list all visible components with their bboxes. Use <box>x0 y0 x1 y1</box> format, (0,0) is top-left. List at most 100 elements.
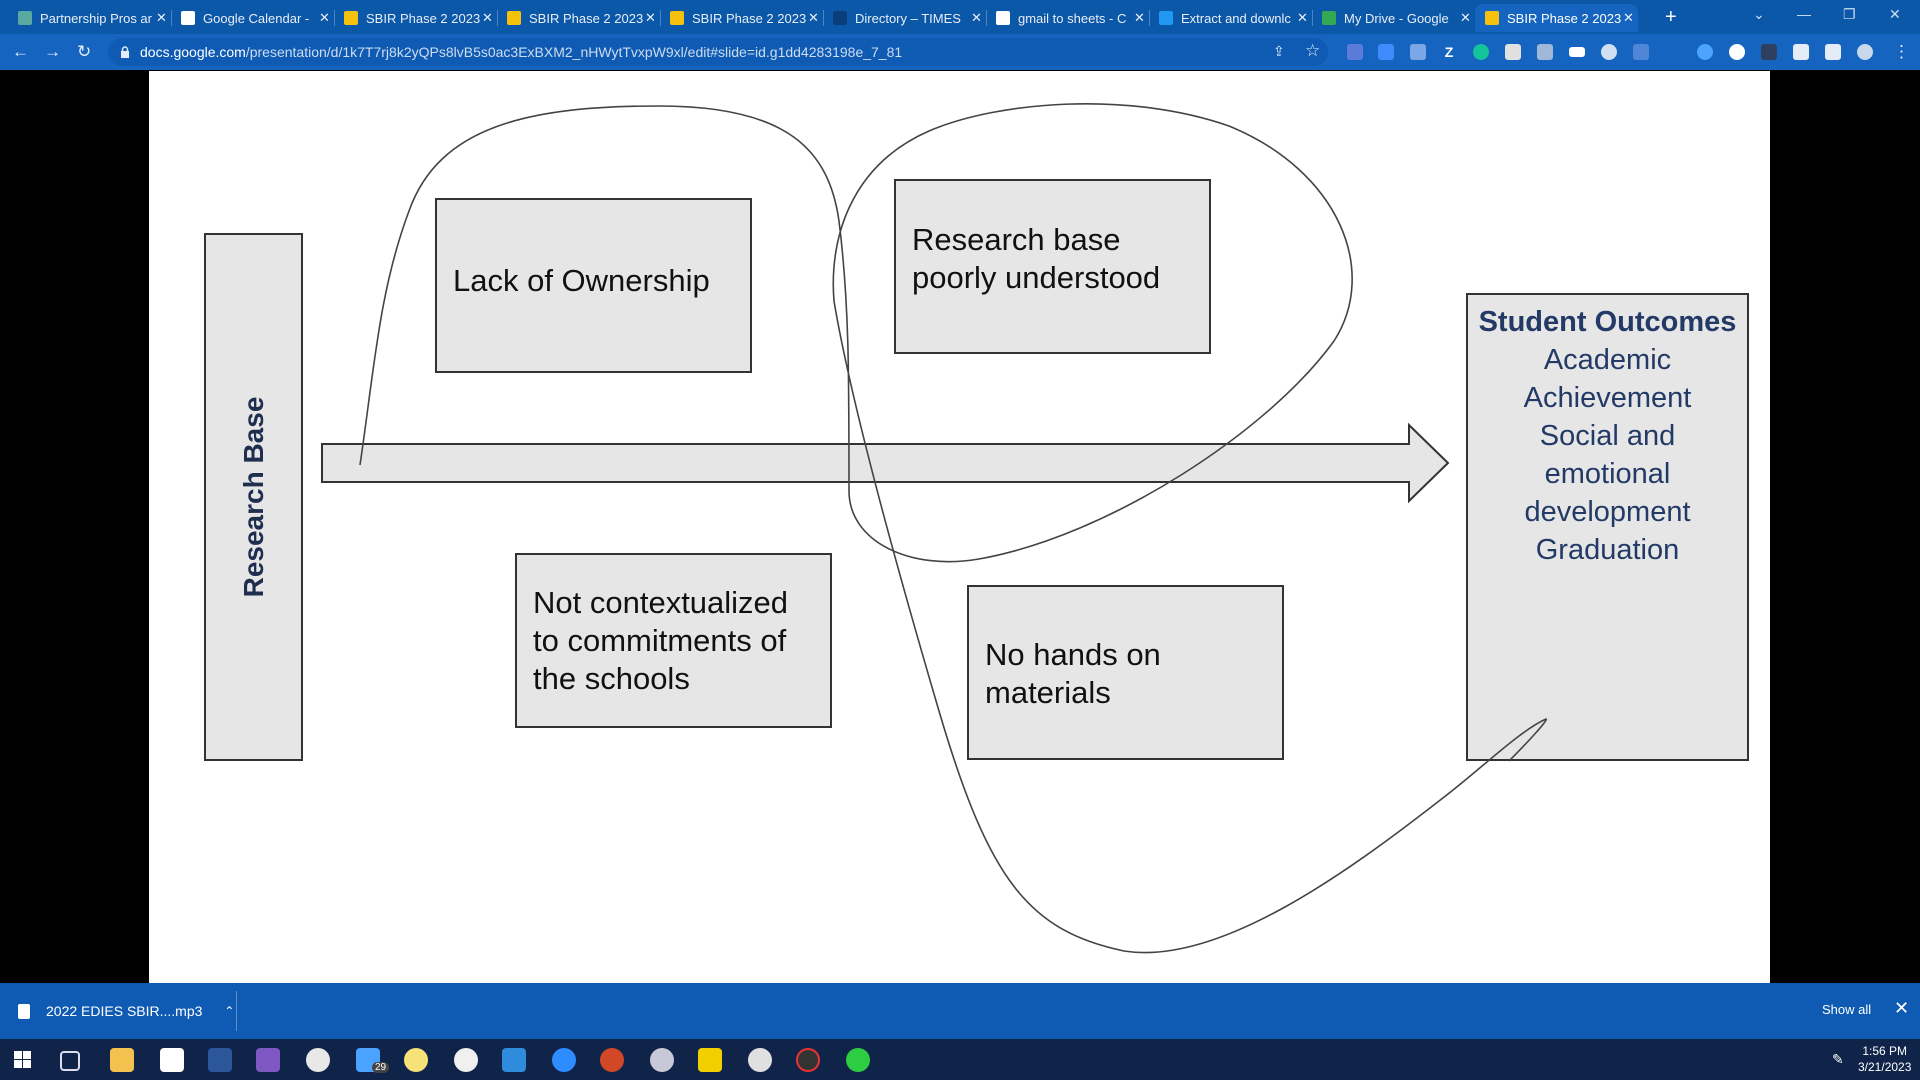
grammarly-icon[interactable] <box>1473 44 1489 60</box>
mail-badge: 29 <box>372 1062 390 1073</box>
chevron-up-icon[interactable]: ⌃ <box>224 1004 235 1018</box>
menu-kebab-icon[interactable]: ⋮ <box>1893 42 1910 61</box>
new-tab-button[interactable]: + <box>1665 6 1677 28</box>
system-clock[interactable]: 1:56 PM 3/21/2023 <box>1858 1043 1911 1075</box>
chrome-icon[interactable] <box>454 1048 478 1072</box>
share-icon[interactable]: ⇪ <box>1273 43 1285 59</box>
extension-icon[interactable] <box>1729 44 1745 60</box>
notion-icon[interactable] <box>1505 44 1521 60</box>
windows-taskbar: 29 ✎ 1:56 PM 3/21/2023 <box>0 1039 1920 1080</box>
browser-tab[interactable]: My Drive - Google✕ <box>1312 4 1476 32</box>
app-icon[interactable] <box>404 1048 428 1072</box>
tab-close-icon[interactable]: ✕ <box>156 10 167 25</box>
process-arrow[interactable] <box>321 422 1450 504</box>
tab-separator <box>1312 10 1313 26</box>
extensions-puzzle-icon[interactable] <box>1793 44 1809 60</box>
browser-tab[interactable]: Google Calendar -✕ <box>171 4 335 32</box>
outcome-line: Graduation <box>1535 534 1680 566</box>
app-icon[interactable] <box>796 1048 820 1072</box>
tab-strip: Partnership Pros ar✕Google Calendar -✕SB… <box>0 0 1920 34</box>
clock-date: 3/21/2023 <box>1858 1060 1912 1074</box>
bookmark-star-icon[interactable]: ☆ <box>1305 41 1321 60</box>
browser-tab[interactable]: Directory – TIMES✕ <box>823 4 987 32</box>
close-window-icon[interactable]: ✕ <box>1889 6 1901 22</box>
chrome-icon[interactable] <box>306 1048 330 1072</box>
browser-tab[interactable]: SBIR Phase 2 2023✕ <box>334 4 498 32</box>
side-panel-icon[interactable] <box>1825 44 1841 60</box>
close-icon[interactable]: ✕ <box>1894 998 1910 1018</box>
tab-close-icon[interactable]: ✕ <box>482 10 493 25</box>
research-base-box[interactable]: Research Base <box>204 233 303 761</box>
divider <box>236 991 237 1031</box>
clock-extension-icon[interactable] <box>1601 44 1617 60</box>
not-contextualized-box[interactable]: Not contextualized to commitments of the… <box>515 553 832 728</box>
app-icon[interactable] <box>256 1048 280 1072</box>
tab-favicon-icon <box>1485 11 1499 25</box>
browser-tab[interactable]: SBIR Phase 2 2023✕ <box>660 4 824 32</box>
translate-extension-icon[interactable] <box>1410 44 1426 60</box>
task-view-icon[interactable] <box>60 1051 80 1071</box>
show-all-button[interactable]: Show all <box>1822 1002 1872 1017</box>
tab-close-icon[interactable]: ✕ <box>1297 10 1308 25</box>
extension-icon[interactable] <box>1761 44 1777 60</box>
tab-close-icon[interactable]: ✕ <box>1460 10 1471 25</box>
zoom-icon[interactable] <box>552 1048 576 1072</box>
tab-separator <box>986 10 987 26</box>
browser-tab[interactable]: gmail to sheets - C✕ <box>986 4 1150 32</box>
research-base-poorly-understood-box[interactable]: Research base poorly understood <box>894 179 1211 354</box>
tab-favicon-icon <box>996 11 1010 25</box>
restore-icon[interactable]: ❐ <box>1843 6 1856 22</box>
tab-title: SBIR Phase 2 2023 <box>529 10 644 26</box>
lock-icon <box>121 46 129 58</box>
vscode-icon[interactable] <box>502 1048 526 1072</box>
tab-search-icon[interactable]: ⌄ <box>1753 6 1765 22</box>
address-bar[interactable]: docs.google.com/presentation/d/1k7T7rj8k… <box>108 38 1328 66</box>
word-icon[interactable] <box>208 1048 232 1072</box>
forward-icon[interactable]: → <box>44 42 61 61</box>
lightning-extension-icon[interactable] <box>1665 44 1681 60</box>
tab-title: Partnership Pros ar <box>40 10 152 26</box>
app-icon[interactable] <box>698 1048 722 1072</box>
browser-tab[interactable]: SBIR Phase 2 2023✕ <box>497 4 661 32</box>
extension-icon[interactable] <box>1378 44 1394 60</box>
no-hands-on-materials-box[interactable]: No hands on materials <box>967 585 1284 760</box>
minimize-icon[interactable]: — <box>1797 6 1811 22</box>
app-icon[interactable] <box>160 1048 184 1072</box>
app-icon[interactable] <box>748 1048 772 1072</box>
clock-time: 1:56 PM <box>1862 1044 1908 1058</box>
tab-close-icon[interactable]: ✕ <box>1623 10 1634 25</box>
app-icon[interactable] <box>650 1048 674 1072</box>
pen-icon[interactable]: ✎ <box>1832 1051 1844 1067</box>
browser-tab[interactable]: SBIR Phase 2 2023✕ <box>1475 4 1638 32</box>
extension-icon[interactable] <box>1569 47 1585 57</box>
sync-icon[interactable] <box>846 1048 870 1072</box>
tab-close-icon[interactable]: ✕ <box>971 10 982 25</box>
extension-p-icon[interactable] <box>1347 44 1363 60</box>
research-base-label: Research Base <box>237 396 269 598</box>
tab-favicon-icon <box>833 11 847 25</box>
extension-icon[interactable] <box>1633 44 1649 60</box>
windows-start-icon[interactable] <box>14 1051 31 1068</box>
extension-icon[interactable] <box>1537 44 1553 60</box>
browser-tab[interactable]: Extract and downlc✕ <box>1149 4 1313 32</box>
tab-close-icon[interactable]: ✕ <box>1134 10 1145 25</box>
back-icon[interactable]: ← <box>12 42 29 61</box>
box-text: Lack of Ownership <box>453 263 710 298</box>
extension-icon[interactable] <box>1697 44 1713 60</box>
reload-icon[interactable]: ↻ <box>77 42 92 61</box>
download-item[interactable]: 2022 EDIES SBIR....mp3 ⌃ <box>18 983 234 1039</box>
profile-avatar[interactable] <box>1857 44 1873 60</box>
powerpoint-icon[interactable] <box>600 1048 624 1072</box>
tab-title: SBIR Phase 2 2023 <box>1507 10 1622 26</box>
browser-tab[interactable]: Partnership Pros ar ✕ <box>8 4 172 32</box>
tab-close-icon[interactable]: ✕ <box>808 10 819 25</box>
tab-close-icon[interactable]: ✕ <box>319 10 330 25</box>
lack-of-ownership-box[interactable]: Lack of Ownership <box>435 198 752 373</box>
tab-close-icon[interactable]: ✕ <box>645 10 656 25</box>
file-explorer-icon[interactable] <box>110 1048 134 1072</box>
download-bar: 2022 EDIES SBIR....mp3 ⌃ Show all ✕ <box>0 983 1920 1039</box>
zoom-extension-icon[interactable]: Z <box>1441 44 1457 60</box>
tab-separator <box>171 10 172 26</box>
outcome-line: development <box>1524 496 1691 528</box>
